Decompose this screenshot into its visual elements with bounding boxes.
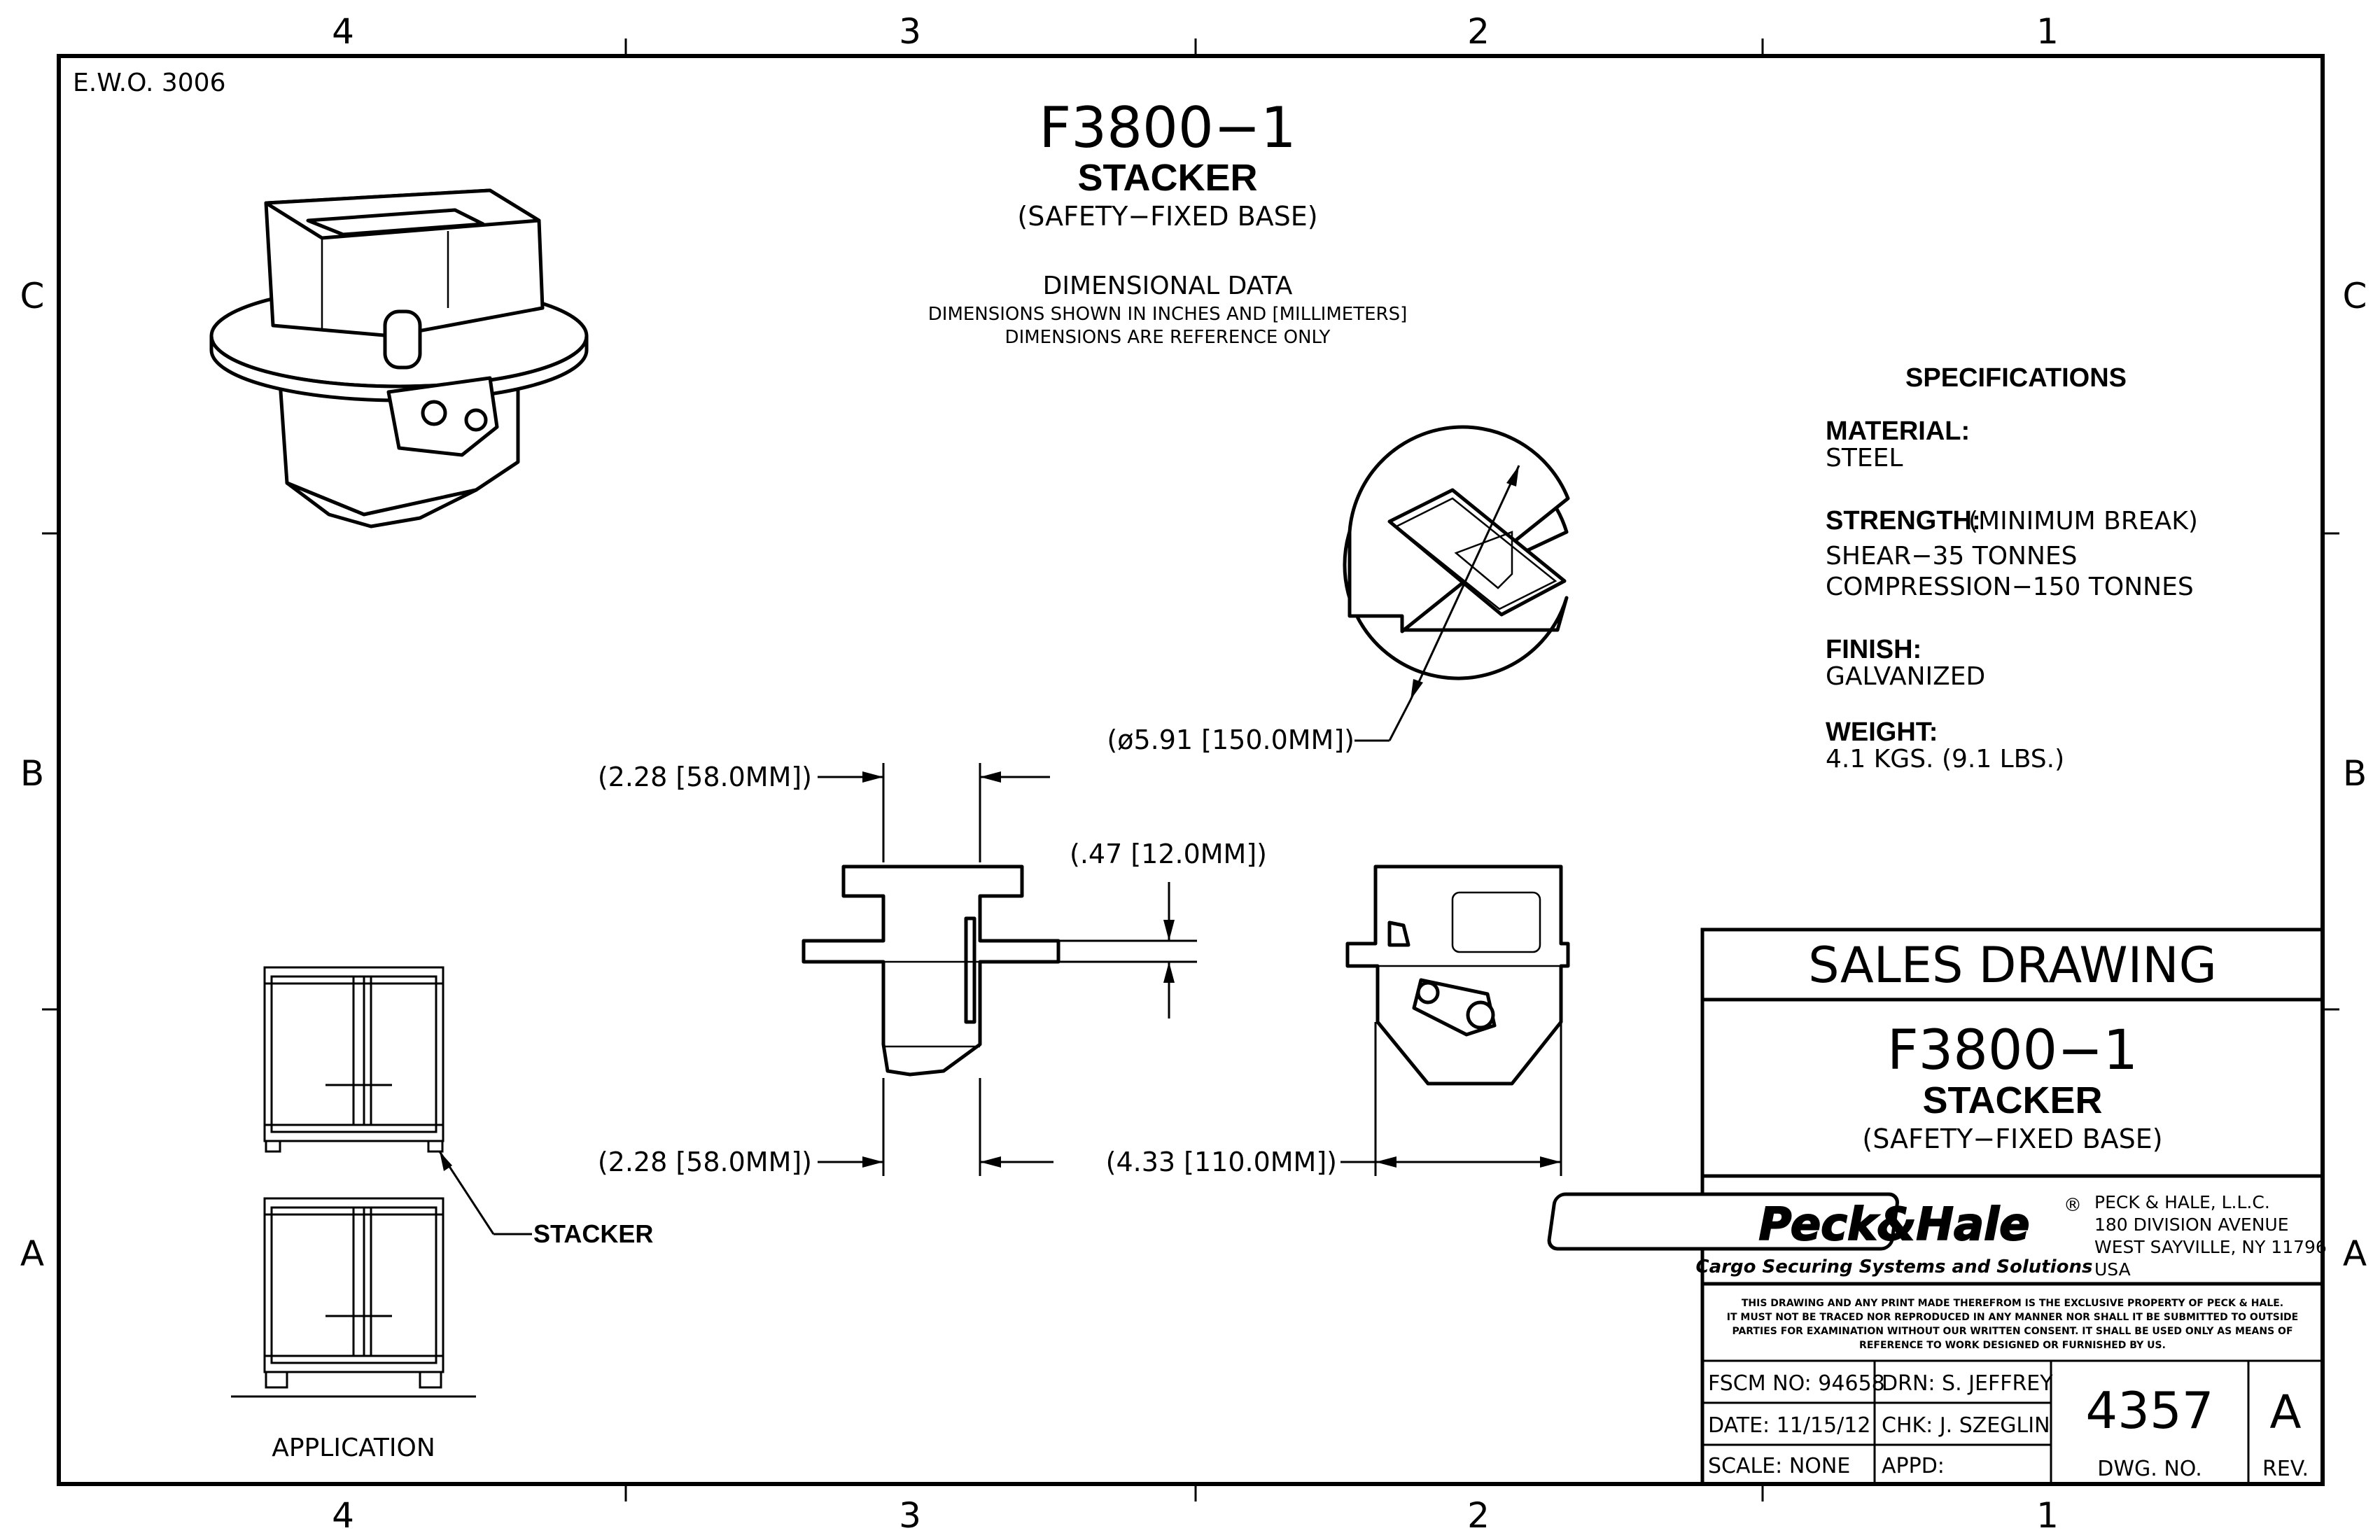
- application-view: [231, 966, 532, 1398]
- zone-col-label-top-3: 3: [899, 11, 921, 52]
- front-view: [802, 864, 1060, 1077]
- notice-line-4: REFERENCE TO WORK DESIGNED OR FURNISHED …: [1859, 1340, 2166, 1351]
- strength-label: STRENGTH:: [1826, 506, 1981, 536]
- side-view: [1345, 864, 1570, 1086]
- header-part-name: STACKER: [1077, 157, 1257, 199]
- dimensional-data-note-2: DIMENSIONS ARE REFERENCE ONLY: [1005, 327, 1331, 348]
- top-view: [1343, 425, 1570, 742]
- notice-line-1: THIS DRAWING AND ANY PRINT MADE THEREFRO…: [1742, 1298, 2283, 1309]
- dimension-thickness: (.47 [12.0MM]): [1070, 839, 1267, 869]
- drawing-date: DATE: 11/15/12: [1708, 1413, 1870, 1438]
- isometric-view: [209, 188, 589, 528]
- material-label: MATERIAL:: [1826, 416, 1970, 446]
- revision-letter: A: [2269, 1385, 2301, 1439]
- zone-col-label-top-4: 4: [332, 11, 354, 52]
- dimensional-data-note-1: DIMENSIONS SHOWN IN INCHES AND [MILLIMET…: [928, 304, 1407, 325]
- dimension-top-width: (2.28 [58.0MM]): [598, 762, 812, 792]
- drawing-number: 4357: [2085, 1381, 2213, 1440]
- checked-by: CHK: J. SZEGLIN: [1882, 1413, 2050, 1438]
- weight-value: 4.1 KGS. (9.1 LBS.): [1826, 745, 2064, 774]
- zone-row-label-left-a: A: [20, 1233, 44, 1274]
- specifications-block: SPECIFICATIONS MATERIAL: STEEL STRENGTH:…: [1826, 363, 2198, 774]
- drawn-by: DRN: S. JEFFREY: [1882, 1371, 2053, 1396]
- zone-ticks: [42, 38, 2339, 1502]
- zone-row-label-right-c: C: [2343, 276, 2367, 316]
- zone-col-label-bottom-4: 4: [332, 1495, 354, 1536]
- notice-line-2: IT MUST NOT BE TRACED NOR REPRODUCED IN …: [1727, 1312, 2298, 1323]
- application-caption: APPLICATION: [272, 1434, 435, 1462]
- strength-note: (MINIMUM BREAK): [1968, 507, 2198, 536]
- dimension-bottom-width: (2.28 [58.0MM]): [598, 1147, 812, 1177]
- zone-col-label-bottom-3: 3: [899, 1495, 921, 1536]
- drawing-type: SALES DRAWING: [1808, 937, 2217, 994]
- title-block-part-number: F3800−1: [1887, 1019, 2138, 1082]
- zone-col-label-bottom-2: 2: [1467, 1495, 1490, 1536]
- strength-compression: COMPRESSION−150 TONNES: [1826, 573, 2194, 601]
- property-notice: THIS DRAWING AND ANY PRINT MADE THEREFRO…: [1727, 1298, 2298, 1351]
- finish-value: GALVANIZED: [1826, 662, 1985, 691]
- logo-registered-mark: ®: [2064, 1195, 2082, 1216]
- specs-title: SPECIFICATIONS: [1905, 363, 2127, 393]
- dimension-arrowheads: [862, 771, 1561, 1168]
- zone-row-label-right-a: A: [2343, 1233, 2367, 1274]
- header-part-number: F3800−1: [1039, 95, 1296, 160]
- material-value: STEEL: [1826, 444, 1903, 472]
- title-block-part-name: STACKER: [1922, 1079, 2102, 1121]
- address-line-2: 180 DIVISION AVENUE: [2094, 1214, 2289, 1235]
- address-line-3: WEST SAYVILLE, NY 11796: [2094, 1237, 2327, 1257]
- stacker-leader-arrow: [440, 1152, 452, 1171]
- application-callout-stacker: STACKER: [533, 1219, 653, 1248]
- border-frame: [57, 54, 2325, 1486]
- finish-label: FINISH:: [1826, 635, 1921, 664]
- ewo-number: E.W.O. 3006: [73, 69, 225, 97]
- zone-col-label-top-1: 1: [2036, 11, 2059, 52]
- zone-col-label-bottom-1: 1: [2036, 1495, 2059, 1536]
- address-line-4: USA: [2094, 1259, 2131, 1280]
- header-subtitle: (SAFETY−FIXED BASE): [1017, 201, 1317, 232]
- drawing-number-label: DWG. NO.: [2097, 1457, 2202, 1481]
- zone-row-label-right-b: B: [2343, 753, 2367, 794]
- revision-label: REV.: [2262, 1457, 2309, 1481]
- peck-hale-logo: Peck&Hale ® Cargo Securing Systems and S…: [1547, 1192, 2093, 1278]
- drawing-scale: SCALE: NONE: [1708, 1454, 1850, 1478]
- approved-by: APPD:: [1882, 1454, 1945, 1478]
- zone-row-label-left-c: C: [20, 276, 45, 316]
- dimensional-data-title: DIMENSIONAL DATA: [1043, 272, 1293, 300]
- dimension-diameter: (ø5.91 [150.0MM]): [1107, 724, 1354, 755]
- company-address: PECK & HALE, L.L.C. 180 DIVISION AVENUE …: [2094, 1192, 2327, 1280]
- strength-shear: SHEAR−35 TONNES: [1826, 542, 2078, 570]
- notice-line-3: PARTIES FOR EXAMINATION WITHOUT OUR WRIT…: [1732, 1326, 2292, 1337]
- logo-wordmark: Peck&Hale: [1759, 1199, 2030, 1251]
- weight-label: WEIGHT:: [1826, 718, 1938, 747]
- title-block-subtitle: (SAFETY−FIXED BASE): [1862, 1124, 2162, 1154]
- fscm-number: FSCM NO: 94658: [1708, 1371, 1885, 1396]
- zone-row-label-left-b: B: [20, 753, 44, 794]
- dimension-side-width: (4.33 [110.0MM]): [1106, 1147, 1337, 1177]
- logo-tagline: Cargo Securing Systems and Solutions: [1696, 1256, 2093, 1278]
- address-line-1: PECK & HALE, L.L.C.: [2094, 1192, 2270, 1212]
- zone-col-label-top-2: 2: [1467, 11, 1490, 52]
